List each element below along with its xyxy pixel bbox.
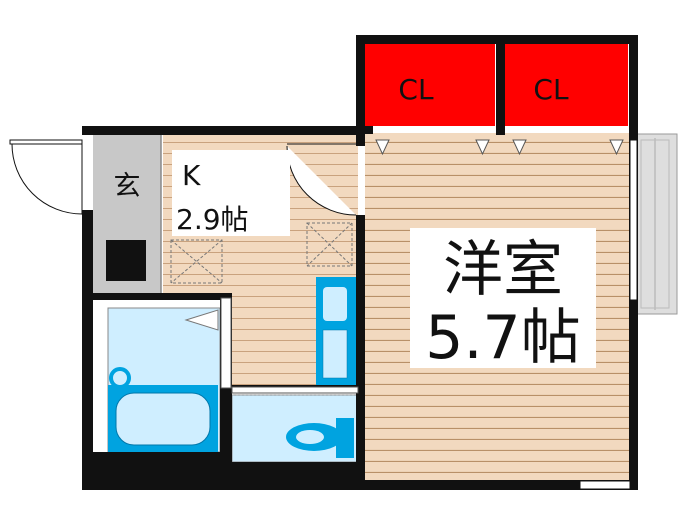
closet-right xyxy=(505,44,628,126)
bath-door xyxy=(220,297,232,389)
kitchen-label: K xyxy=(182,159,201,192)
kitchen-size: 2.9帖 xyxy=(176,203,249,236)
toilet-icon xyxy=(286,418,354,458)
western-room-label: 洋室 xyxy=(443,235,563,305)
closet-left xyxy=(365,44,495,126)
toilet-door xyxy=(231,386,359,394)
window-bottom xyxy=(579,480,631,490)
entrance-door-swing xyxy=(9,139,83,215)
balcony xyxy=(632,133,678,315)
walls xyxy=(82,35,638,490)
closet-door-markers xyxy=(375,139,624,156)
washer-space-icon xyxy=(306,222,353,267)
western-room-size: 5.7帖 xyxy=(425,303,580,373)
entrance-label: 玄 xyxy=(114,171,141,202)
bath-sink-icon xyxy=(184,309,219,331)
kitchen-label-bg xyxy=(172,150,290,236)
closet-right-label: CL xyxy=(533,73,569,106)
wash-basin-icon xyxy=(316,277,356,385)
fridge-space-icon xyxy=(170,239,223,284)
closet-left-label: CL xyxy=(398,73,434,106)
window-right xyxy=(629,139,638,301)
shoe-cabinet xyxy=(106,240,146,281)
western-label-bg xyxy=(410,228,596,368)
bathtub-icon xyxy=(108,367,218,452)
